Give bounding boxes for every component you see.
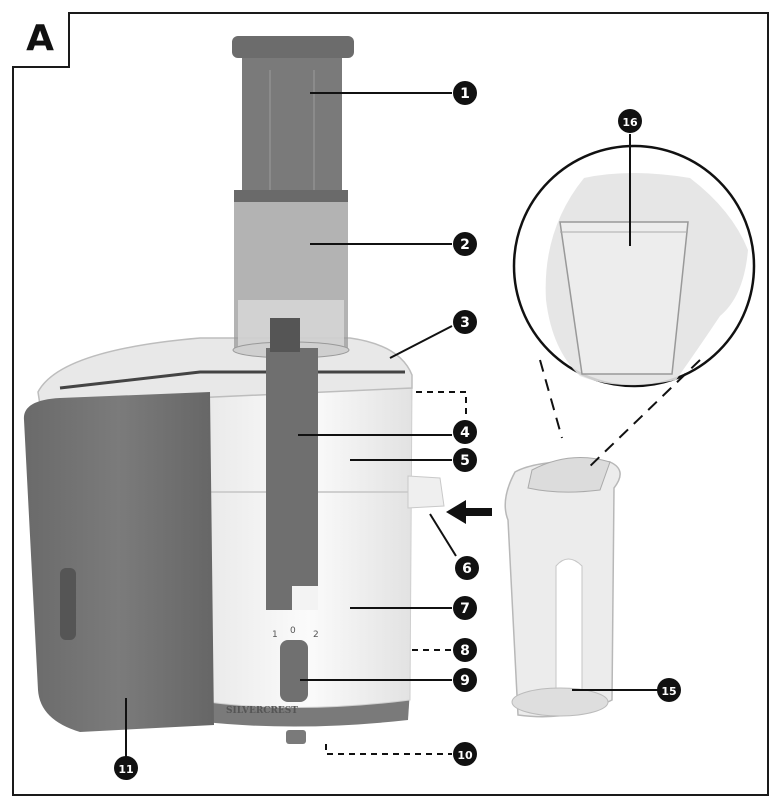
callout-1: 1 [453,81,477,105]
callout-5: 5 [453,448,477,472]
juice-jug [504,457,621,718]
callout-circle [453,232,477,256]
foot [286,730,306,744]
callout-circle [657,678,681,702]
callout-9: 9 [453,668,477,692]
callout-circle [453,742,477,766]
dial-label-0: 0 [290,626,296,636]
jug-handle-cutout [555,558,583,701]
callout-3: 3 [453,310,477,334]
callout-8: 8 [453,638,477,662]
direction-arrow [446,500,492,524]
callout-circle [453,668,477,692]
detail-magnifier [512,144,756,388]
callout-number: 9 [460,673,470,689]
safety-bar [266,348,318,610]
callout-circle [618,109,642,133]
callout-6: 6 [455,556,479,580]
figure-frame [12,12,769,796]
speed-dial [280,640,308,702]
leader-lines [125,92,701,760]
callout-10: 10 [453,742,477,766]
filter-insert [559,221,689,375]
callout-11: 11 [114,756,138,780]
callout-circle [453,448,477,472]
callout-7: 7 [453,596,477,620]
dial-label-1: 1 [272,630,278,640]
callout-number: 2 [460,237,470,253]
juicer: 1 0 2 SILVERCREST [23,36,445,744]
dial-label-2: 2 [313,630,319,640]
callout-number: 11 [118,763,133,776]
juice-spout [407,475,445,509]
callout-4: 4 [453,420,477,444]
callout-number: 7 [460,601,470,617]
callout-circle [114,756,138,780]
callout-circle [455,556,479,580]
callout-15: 15 [657,678,681,702]
callout-number: 8 [460,643,470,659]
callout-circle [453,596,477,620]
callout-number: 16 [622,116,638,129]
brand-logo: SILVERCREST [226,706,298,716]
callout-circle [453,81,477,105]
callout-number: 10 [457,749,473,762]
callout-number: 4 [460,425,470,441]
pulp-container-grip [60,568,76,640]
callout-16: 16 [618,109,642,133]
callout-number: 5 [460,453,470,469]
callout-number: 3 [460,315,470,331]
panel-label-box: A [12,12,70,68]
food-pusher [242,50,342,198]
pulp-container [23,392,215,732]
callout-number: 6 [462,561,472,577]
callout-circle [453,638,477,662]
callout-circle [453,420,477,444]
callout-2: 2 [453,232,477,256]
callout-circle [453,310,477,334]
callout-number: 1 [460,86,470,102]
panel-label: A [26,18,54,59]
callout-number: 15 [661,685,676,698]
